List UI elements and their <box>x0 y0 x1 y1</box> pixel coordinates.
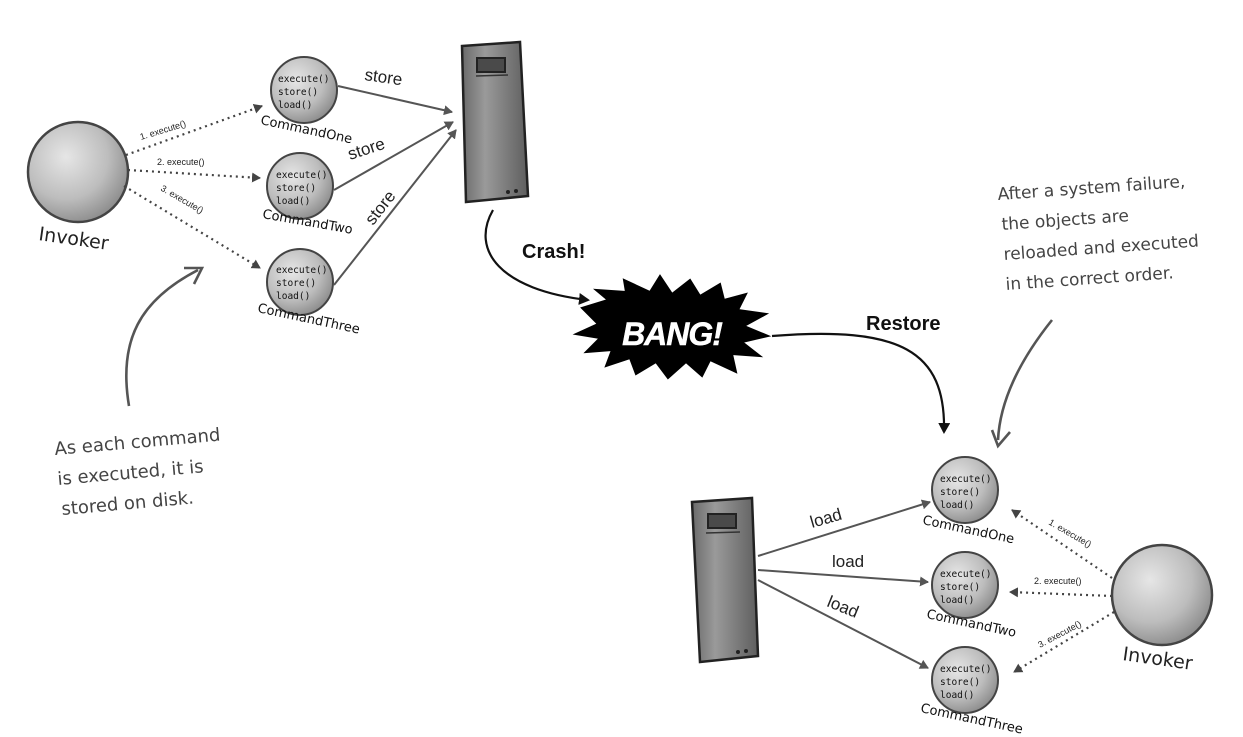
note-right-pointer <box>996 319 1054 441</box>
store-label-1: store <box>363 65 403 89</box>
svg-text:is executed, it is: is executed, it is <box>57 456 205 490</box>
note-left: As each command is executed, it is store… <box>54 425 222 520</box>
command-three-bottom: execute() store() load() CommandThree <box>919 646 1024 737</box>
restore-arrow <box>771 332 951 434</box>
svg-text:store(): store() <box>940 582 980 593</box>
note-left-pointer <box>125 268 199 407</box>
crash-label: Crash! <box>522 241 585 263</box>
bang-label: BANG! <box>622 316 723 352</box>
command-two-bottom: execute() store() load() CommandTwo <box>925 551 1018 641</box>
svg-text:store(): store() <box>276 183 316 194</box>
svg-text:reloaded and executed: reloaded and executed <box>1003 231 1200 265</box>
svg-text:load(): load() <box>940 500 974 511</box>
invoker-label: Invoker <box>37 223 110 255</box>
svg-text:in the correct order.: in the correct order. <box>1005 263 1174 295</box>
svg-text:store(): store() <box>940 487 980 498</box>
call-label-bottom-3: 3. execute() <box>1036 619 1083 650</box>
restore-label: Restore <box>866 313 940 335</box>
call-label-bottom-2: 2. execute() <box>1034 576 1082 586</box>
disk-tower-bottom <box>690 496 760 664</box>
calls-bottom <box>1009 509 1115 673</box>
svg-text:execute(): execute() <box>276 170 327 181</box>
command-one-top: execute() store() load() CommandOne <box>259 56 354 147</box>
svg-text:load(): load() <box>278 100 312 111</box>
call-label-bottom-1: 1. execute() <box>1047 517 1093 549</box>
disk-tower-top <box>460 40 530 204</box>
svg-text:load(): load() <box>940 690 974 701</box>
command-two-top: execute() store() load() CommandTwo <box>261 152 354 238</box>
svg-text:store(): store() <box>278 87 318 98</box>
invoker-bottom: Invoker <box>1110 543 1214 675</box>
svg-text:After a system failure,: After a system failure, <box>997 172 1186 205</box>
svg-text:load(): load() <box>940 595 974 606</box>
call-label-2: 2. execute() <box>157 157 205 167</box>
svg-text:stored on disk.: stored on disk. <box>61 487 195 519</box>
invoker-top: Invoker <box>26 120 130 255</box>
call-label-1: 1. execute() <box>139 118 187 141</box>
command-one-bottom: execute() store() load() CommandOne <box>921 456 1016 547</box>
load-label-1: load <box>808 505 844 532</box>
svg-text:As each command: As each command <box>54 425 222 460</box>
svg-text:store(): store() <box>940 677 980 688</box>
crash-arrow <box>484 209 590 305</box>
svg-text:the objects are: the objects are <box>1001 206 1130 235</box>
note-right: After a system failure, the objects are … <box>997 172 1200 295</box>
invoker-label-bottom: Invoker <box>1121 643 1194 675</box>
svg-text:execute(): execute() <box>940 569 991 580</box>
svg-text:load(): load() <box>276 291 310 302</box>
svg-text:execute(): execute() <box>940 664 991 675</box>
svg-text:store(): store() <box>276 278 316 289</box>
load-arrows <box>757 499 931 669</box>
command-three-top: execute() store() load() CommandThree <box>256 248 361 338</box>
store-arrows <box>333 85 457 286</box>
bang-burst: BANG! <box>572 274 772 380</box>
svg-text:execute(): execute() <box>278 74 329 85</box>
load-label-2: load <box>832 552 864 571</box>
svg-text:execute(): execute() <box>940 474 991 485</box>
calls-top <box>123 104 263 269</box>
svg-text:execute(): execute() <box>276 265 327 276</box>
svg-text:load(): load() <box>276 196 310 207</box>
